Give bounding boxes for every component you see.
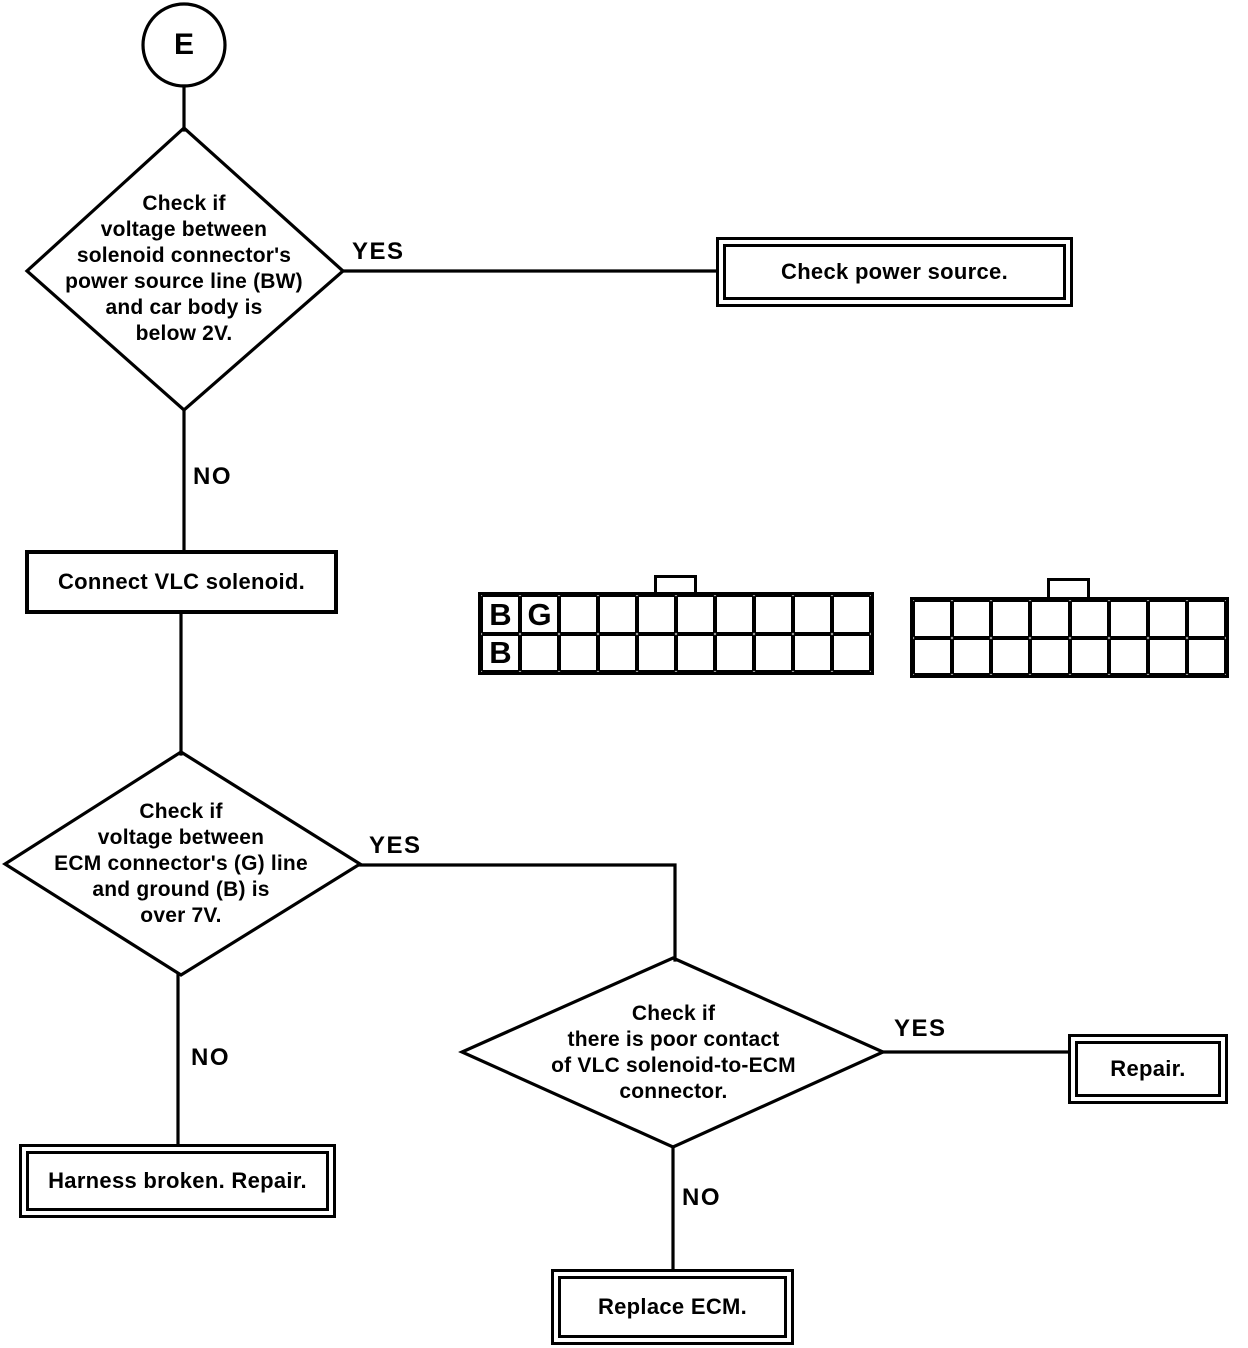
terminal-repair-label: Repair. bbox=[1075, 1041, 1221, 1097]
connector-cell bbox=[598, 633, 637, 672]
decision-text-line: Check if bbox=[631, 1002, 716, 1025]
connector-cell bbox=[952, 637, 992, 675]
connector-cell bbox=[520, 633, 559, 672]
decision-text-line: connector. bbox=[619, 1080, 728, 1103]
connector-cell bbox=[1030, 637, 1070, 675]
connector-cell bbox=[676, 633, 715, 672]
no-label-d3: NO bbox=[682, 1184, 721, 1211]
yes-label-d1: YES bbox=[352, 238, 405, 265]
terminal-harness-broken-repair: Harness broken. Repair. bbox=[19, 1144, 336, 1218]
ecm-connector-pinout-left: B G B bbox=[478, 575, 874, 675]
connector-tab bbox=[654, 575, 697, 595]
yes-label-d3: YES bbox=[894, 1015, 947, 1042]
connector-cell bbox=[559, 633, 598, 672]
connector-cell bbox=[1108, 637, 1148, 675]
start-connector-label: E bbox=[173, 28, 194, 61]
decision-d2-outline bbox=[2, 750, 364, 977]
edge-d2-yes bbox=[358, 863, 677, 962]
connector-cell bbox=[952, 600, 992, 638]
connector-cell bbox=[637, 595, 676, 634]
connector-cell bbox=[991, 637, 1031, 675]
connector-pin-grid: B G B bbox=[478, 592, 874, 675]
connector-cell bbox=[598, 595, 637, 634]
connector-cell bbox=[1186, 600, 1226, 638]
connector-cell bbox=[913, 637, 953, 675]
decision-d2-text: Check if voltage between ECM connector's… bbox=[2, 799, 360, 929]
connector-cell bbox=[793, 633, 832, 672]
terminal-repair: Repair. bbox=[1068, 1034, 1228, 1104]
ecm-connector-pinout-right bbox=[910, 578, 1229, 678]
connector-cell bbox=[754, 633, 793, 672]
decision-text-line: and car body is bbox=[105, 296, 263, 319]
connector-cell bbox=[1069, 600, 1109, 638]
process-connect-vlc-solenoid: Connect VLC solenoid. bbox=[25, 550, 338, 614]
decision-text-line: voltage between bbox=[100, 218, 268, 241]
connector-cell bbox=[715, 633, 754, 672]
connector-cell bbox=[559, 595, 598, 634]
decision-text-line: of VLC solenoid-to-ECM bbox=[551, 1054, 796, 1077]
decision-d3-text: Check if there is poor contact of VLC so… bbox=[463, 1001, 884, 1105]
connector-cell bbox=[1030, 600, 1070, 638]
pin-label-g: G bbox=[520, 595, 559, 634]
connector-cell bbox=[1108, 600, 1148, 638]
terminal-harness-broken-repair-label: Harness broken. Repair. bbox=[26, 1151, 329, 1211]
pin-label-b1: B bbox=[481, 595, 520, 634]
terminal-check-power-source-label: Check power source. bbox=[723, 244, 1066, 300]
decision-text-line: voltage between bbox=[97, 826, 265, 849]
no-label-d1: NO bbox=[193, 463, 232, 490]
terminal-replace-ecm: Replace ECM. bbox=[551, 1269, 794, 1345]
no-label-d2: NO bbox=[191, 1044, 230, 1071]
connector-cell bbox=[754, 595, 793, 634]
decision-text-line: power source line (BW) bbox=[65, 270, 303, 293]
decision-text-line: Check if bbox=[142, 192, 226, 215]
connector-cell bbox=[1186, 637, 1226, 675]
connector-cell bbox=[1147, 600, 1187, 638]
decision-text-line: over 7V. bbox=[140, 904, 222, 927]
connector-cell bbox=[1147, 637, 1187, 675]
connector-tab bbox=[1047, 578, 1090, 600]
connector-cell bbox=[832, 633, 871, 672]
connector-cell bbox=[1069, 637, 1109, 675]
connector-cell bbox=[793, 595, 832, 634]
decision-text-line: there is poor contact bbox=[567, 1028, 780, 1051]
connector-cell bbox=[991, 600, 1031, 638]
connector-cell bbox=[715, 595, 754, 634]
decision-text-line: below 2V. bbox=[135, 322, 233, 345]
decision-text-line: ECM connector's (G) line bbox=[54, 852, 308, 875]
terminal-replace-ecm-label: Replace ECM. bbox=[558, 1276, 787, 1338]
connector-pin-grid bbox=[910, 597, 1229, 678]
terminal-check-power-source: Check power source. bbox=[716, 237, 1073, 307]
decision-text-line: and ground (B) is bbox=[92, 878, 270, 901]
decision-text-line: solenoid connector's bbox=[76, 244, 292, 267]
connector-cell bbox=[676, 595, 715, 634]
pin-label-b2: B bbox=[481, 633, 520, 672]
decision-text-line: Check if bbox=[139, 800, 223, 823]
yes-label-d2: YES bbox=[369, 832, 422, 859]
connector-cell bbox=[637, 633, 676, 672]
connector-cell bbox=[913, 600, 953, 638]
decision-d1-text: Check if voltage between solenoid connec… bbox=[24, 191, 344, 347]
connector-cell bbox=[832, 595, 871, 634]
